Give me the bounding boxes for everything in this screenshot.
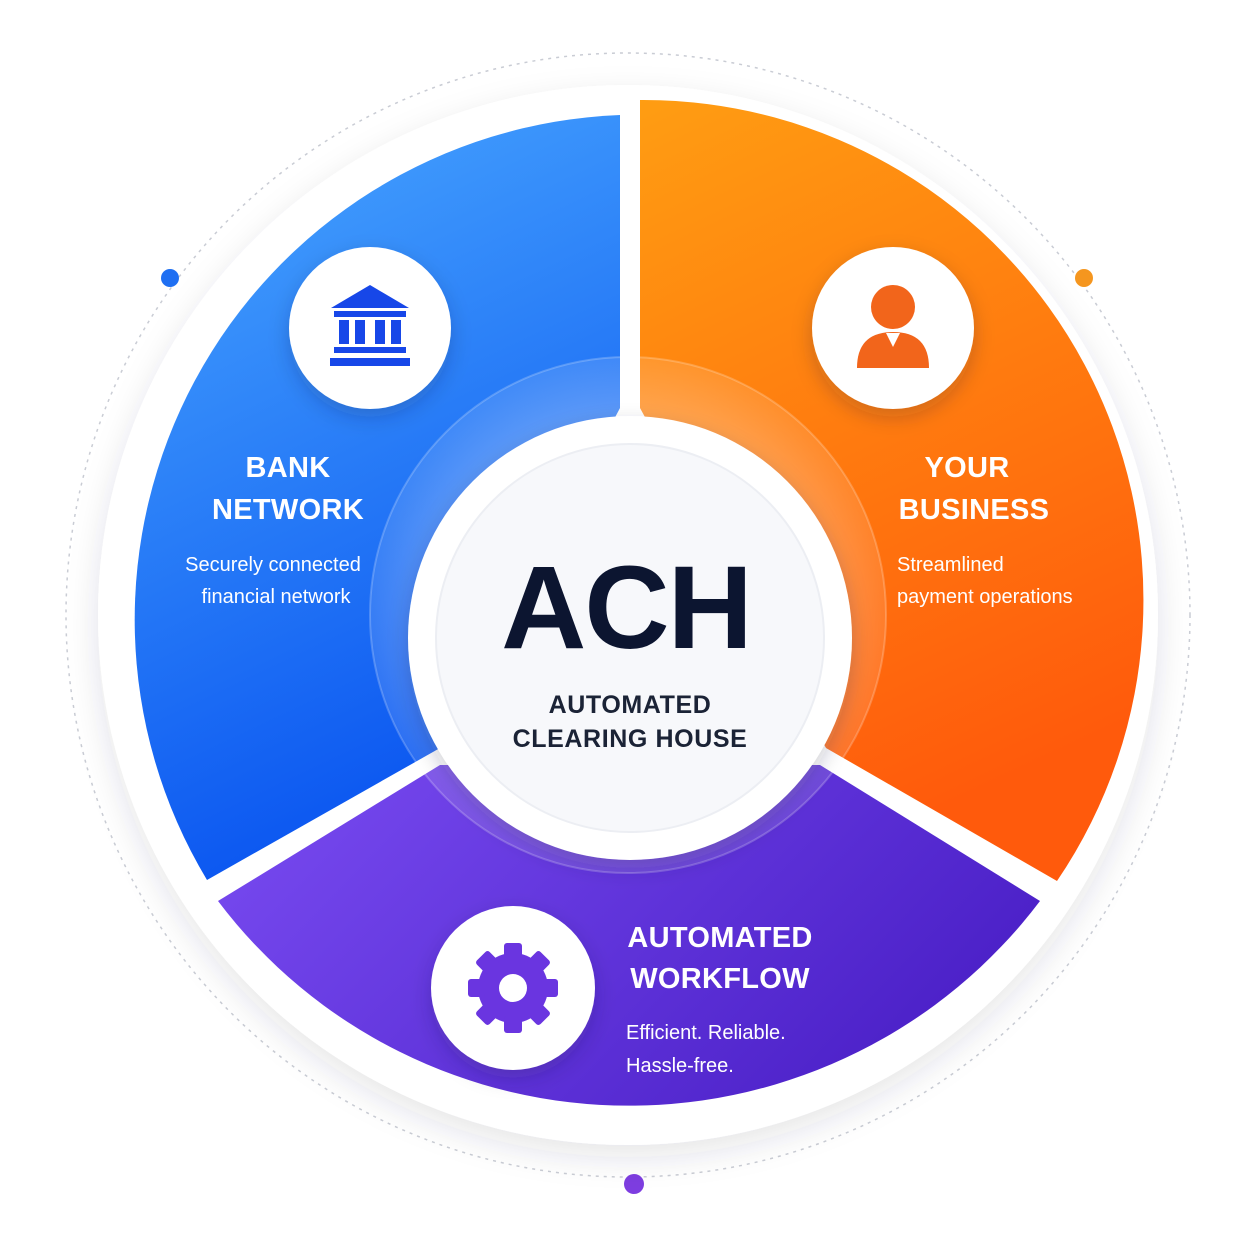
gear-icon-badge bbox=[431, 906, 595, 1070]
bank-network-desc-line-1: Securely connected bbox=[185, 554, 361, 576]
segment-bank-network[interactable] bbox=[134, 115, 620, 880]
automated-workflow-title-line-2: WORKFLOW bbox=[630, 963, 810, 995]
center-subtitle-line-1: AUTOMATED bbox=[549, 691, 712, 719]
segment-automated-workflow[interactable] bbox=[218, 765, 1040, 1106]
bank-icon bbox=[330, 285, 410, 366]
your-business-title-line-1: YOUR bbox=[925, 452, 1010, 484]
your-business-desc-line-1: Streamlined bbox=[897, 554, 1004, 576]
center-subtitle-line-2: CLEARING HOUSE bbox=[513, 725, 748, 753]
user-icon bbox=[857, 285, 929, 368]
automated-workflow-desc-line-2: Hassle-free. bbox=[626, 1055, 734, 1077]
bank-network-title-line-1: BANK bbox=[246, 452, 331, 484]
gear-icon bbox=[468, 943, 558, 1033]
segment-your-business[interactable] bbox=[640, 99, 1144, 882]
center-hub-inner-ring bbox=[435, 443, 825, 833]
center-title: ACH bbox=[501, 542, 751, 674]
user-icon-collar bbox=[886, 333, 900, 347]
bank-network-desc-line-2: financial network bbox=[202, 586, 352, 608]
accent-dot-orange bbox=[1075, 269, 1093, 287]
user-icon-badge bbox=[812, 247, 974, 409]
bank-network-title-line-2: NETWORK bbox=[212, 494, 364, 526]
automated-workflow-desc-line-1: Efficient. Reliable. bbox=[626, 1022, 786, 1044]
your-business-desc-line-2: payment operations bbox=[897, 586, 1073, 608]
accent-dot-blue bbox=[161, 269, 179, 287]
your-business-title-line-2: BUSINESS bbox=[899, 494, 1050, 526]
gear-icon-hole bbox=[499, 974, 527, 1002]
automated-workflow-title-line-1: AUTOMATED bbox=[627, 922, 812, 954]
accent-dot-purple bbox=[624, 1174, 644, 1194]
bank-icon-badge bbox=[289, 247, 451, 409]
